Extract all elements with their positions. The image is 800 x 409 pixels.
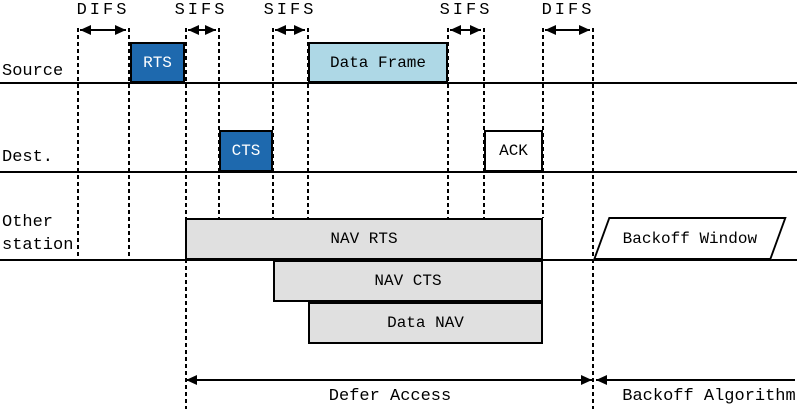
row-label-other-line1: Other (2, 213, 54, 232)
backoff-window-label: Backoff Window (622, 229, 758, 248)
interval-label-sifs-3: SIFS (439, 1, 493, 20)
timeline-dest (0, 171, 797, 173)
defer-access-arrow (186, 375, 592, 385)
frame-rts-box: RTS (130, 42, 185, 83)
interval-arrow-sifs-2 (275, 25, 305, 35)
frame-data-box: Data Frame (308, 42, 448, 83)
row-label-other-line2: station (2, 236, 74, 255)
timeline-source (0, 82, 797, 84)
nav-rts-bar: NAV RTS (185, 218, 543, 260)
guide-dashed-line (542, 28, 544, 218)
row-label-source: Source (2, 62, 64, 81)
guide-dashed-line (218, 28, 220, 218)
interval-label-sifs-2: SIFS (263, 1, 317, 20)
nav-data-bar: Data NAV (308, 302, 543, 344)
guide-dashed-line (307, 28, 309, 218)
nav-cts-bar: NAV CTS (273, 260, 543, 302)
interval-arrow-sifs-3 (450, 25, 481, 35)
interval-arrow-difs-2 (545, 25, 590, 35)
interval-arrow-sifs-1 (188, 25, 216, 35)
row-label-other: Other station (2, 211, 73, 257)
guide-dashed-line (483, 28, 485, 218)
interval-arrow-difs-1 (80, 25, 126, 35)
frame-ack-box: ACK (484, 130, 543, 172)
row-label-dest: Dest. (2, 148, 54, 167)
backoff-algorithm-arrow (596, 375, 795, 385)
interval-label-difs-2: DIFS (541, 1, 595, 20)
backoff-algorithm-label: Backoff Algorithm (622, 387, 796, 406)
interval-label-difs-1: DIFS (76, 1, 130, 20)
guide-dashed-line (447, 28, 449, 218)
guide-dashed-line (128, 28, 130, 260)
guide-dashed-line (592, 28, 594, 409)
backoff-window-shape: Backoff Window (593, 217, 787, 260)
frame-cts-box: CTS (219, 130, 273, 172)
defer-access-label: Defer Access (328, 387, 452, 406)
guide-dashed-line (77, 28, 79, 260)
guide-dashed-line (272, 28, 274, 218)
interval-label-sifs-1: SIFS (174, 1, 228, 20)
